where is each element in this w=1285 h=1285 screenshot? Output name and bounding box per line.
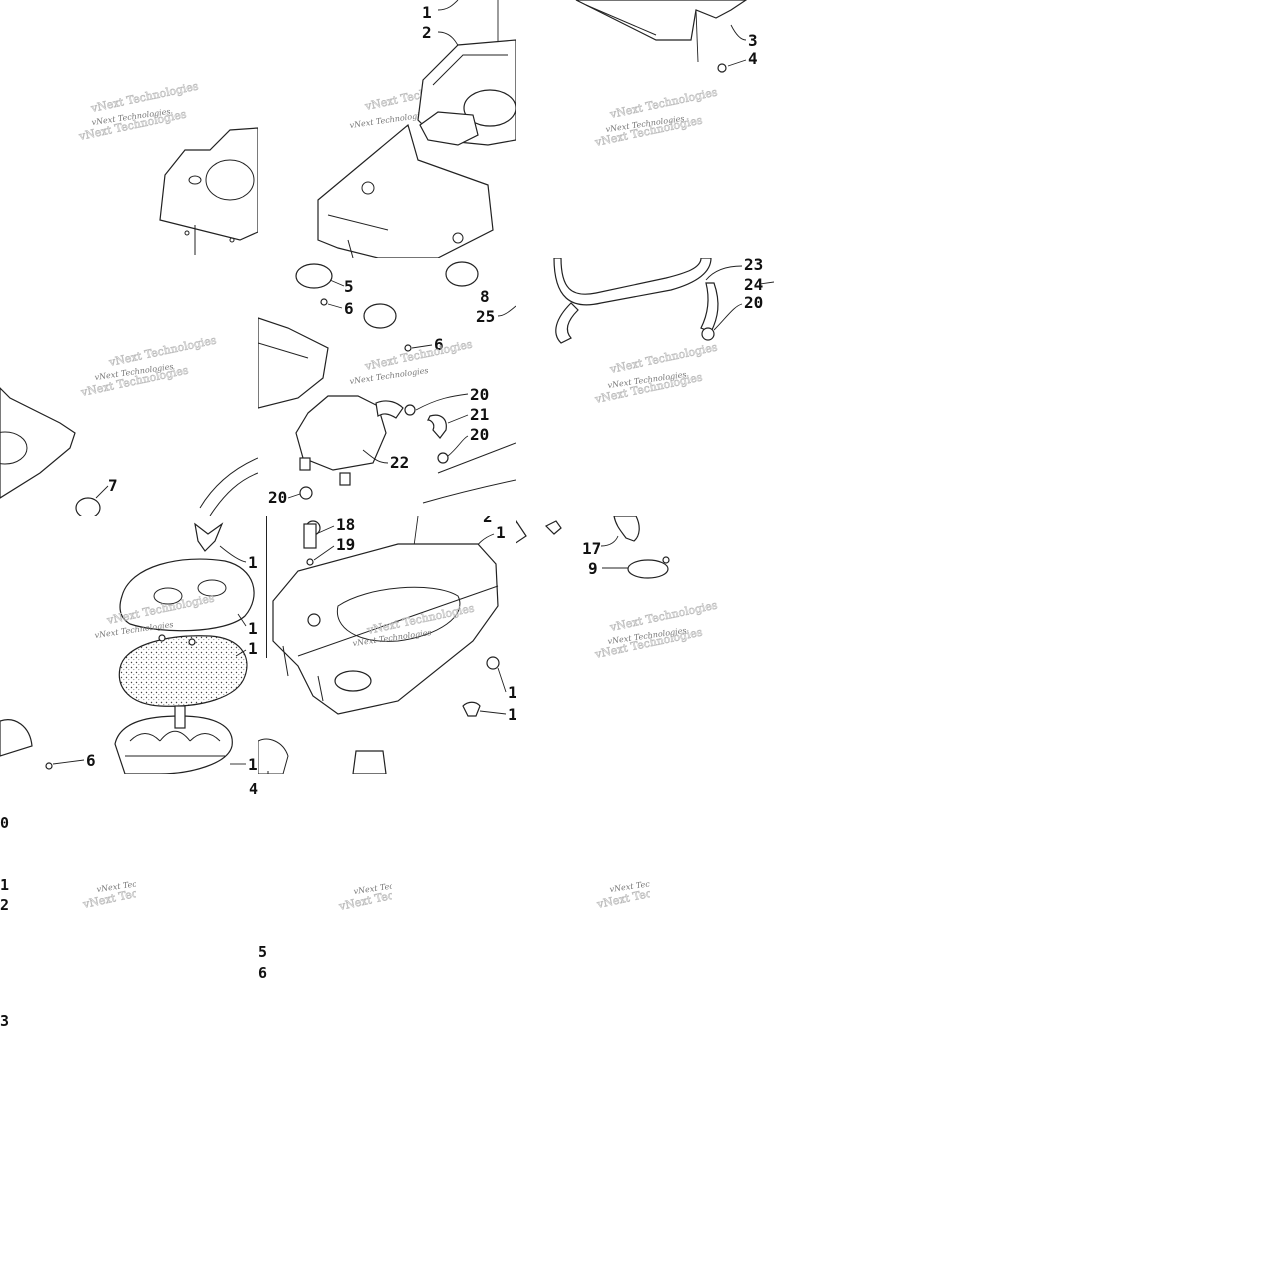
callout-1: 1 bbox=[248, 619, 258, 638]
boot-17 bbox=[613, 516, 640, 542]
clamp-20b bbox=[437, 452, 449, 464]
tile-r4-c2: 5 6 vNext Tec vNext Tec bbox=[258, 774, 516, 1032]
tile-r4-c1: 0 1 2 3 4 vNext Tec vNext Tec bbox=[0, 774, 258, 1032]
callout-6-edge: 6 bbox=[258, 964, 267, 982]
callout-1: 1 bbox=[248, 755, 258, 774]
grommet-a bbox=[486, 656, 500, 670]
tank-22 bbox=[295, 395, 387, 471]
watermark: vNext Technologies bbox=[349, 366, 429, 386]
clamp-20c bbox=[299, 486, 313, 500]
foam-filter-element bbox=[118, 635, 248, 707]
tile-r1-c3: 3 4 vNext Technologies vNext Technologie… bbox=[516, 0, 774, 258]
callout-8: 8 bbox=[480, 287, 490, 306]
callout-2-edge: 2 bbox=[0, 896, 9, 914]
callout-6: 6 bbox=[86, 751, 96, 770]
callout-21: 21 bbox=[470, 405, 489, 424]
breather-hose-23 bbox=[553, 258, 712, 306]
callout-1: 1 bbox=[422, 3, 432, 22]
callout-24: 24 bbox=[744, 275, 763, 294]
screw-6a bbox=[320, 298, 328, 306]
callout-1: 1 bbox=[248, 553, 258, 572]
callout-20: 20 bbox=[470, 385, 489, 404]
watermark-ghost: vNext Technologies bbox=[608, 340, 719, 376]
tile-r2-c2: 5 6 6 8 25 vNext Technologies vNext Tech… bbox=[258, 258, 516, 516]
clamp-20-right bbox=[701, 327, 715, 341]
tile-r3-c1: 1 1 vNext Technologies vNext Technologie… bbox=[0, 516, 258, 774]
screw-6-left bbox=[45, 762, 53, 770]
screw-6b bbox=[404, 344, 412, 352]
tile-cut-line bbox=[266, 516, 267, 658]
callout-1-edge: 1 bbox=[0, 876, 9, 894]
tile-r4-c3: vNext Tec vNext Tec bbox=[516, 774, 774, 1032]
clamp-5b bbox=[363, 303, 397, 329]
callout-1: 1 bbox=[496, 523, 506, 542]
callout-2-cut: 2 bbox=[483, 516, 493, 526]
base-plate bbox=[0, 387, 76, 499]
callout-23: 23 bbox=[744, 258, 763, 274]
callout-3: 3 bbox=[748, 31, 758, 50]
grommet-b bbox=[462, 701, 481, 717]
intake-boot bbox=[352, 750, 387, 774]
callout-19: 19 bbox=[336, 535, 355, 554]
clamp-9 bbox=[627, 559, 669, 579]
tile-r1-c2: 1 2 vNext Technologies vNext Technologie… bbox=[258, 0, 516, 258]
callout-3-edge: 3 bbox=[0, 1012, 9, 1030]
lower-tray bbox=[258, 317, 329, 409]
callout-22: 22 bbox=[390, 453, 409, 472]
callout-5: 5 bbox=[344, 277, 354, 296]
elbow-21 bbox=[427, 414, 447, 439]
tile-r1-c1: vNext Technologies vNext Technologies vN… bbox=[0, 0, 258, 258]
clamp-7 bbox=[75, 497, 101, 516]
callout-6: 6 bbox=[344, 299, 354, 318]
bracket-top bbox=[575, 0, 748, 41]
airbox-body bbox=[317, 123, 494, 258]
callout-9: 9 bbox=[588, 559, 598, 578]
fitting-18 bbox=[303, 523, 317, 549]
callout-1: 1 bbox=[248, 639, 258, 658]
callout-20: 20 bbox=[268, 488, 287, 507]
boot-8 bbox=[445, 261, 479, 287]
air-intake-box bbox=[272, 543, 499, 715]
bolt-4 bbox=[717, 63, 727, 73]
callout-1: 1 bbox=[508, 683, 516, 702]
callout-7: 7 bbox=[108, 476, 118, 495]
callout-4-bottom: 4 bbox=[249, 780, 258, 798]
watermark-ghost: vNext Technologies bbox=[608, 85, 719, 121]
washer-19 bbox=[306, 558, 314, 566]
airbox-cover-plate bbox=[159, 127, 258, 241]
callout-1: 1 bbox=[508, 705, 516, 724]
tile-r2-c3: 23 24 20 vNext Technologies vNext Techno… bbox=[516, 258, 774, 516]
clip bbox=[544, 520, 562, 535]
watermark: vNext Technologies bbox=[349, 110, 429, 130]
callout-20: 20 bbox=[470, 425, 489, 444]
callout-4: 4 bbox=[748, 49, 758, 68]
wing-nut bbox=[194, 522, 224, 552]
tile-r2-c1: vNext Technologies vNext Technologies vN… bbox=[0, 258, 258, 516]
callout-25: 25 bbox=[476, 307, 495, 326]
filter-cover bbox=[119, 558, 255, 632]
tile-r3-c2: 18 19 1 2 1 1 vNext Technologies vNext T… bbox=[258, 516, 516, 774]
callout-6: 6 bbox=[434, 335, 444, 354]
callout-20: 20 bbox=[744, 293, 763, 312]
callout-0-edge: 0 bbox=[0, 814, 9, 832]
callout-18: 18 bbox=[336, 516, 355, 534]
callout-2: 2 bbox=[422, 23, 432, 42]
tile-r3-c3: 17 9 vNext Technologies vNext Technologi… bbox=[516, 516, 774, 774]
clamp-5 bbox=[295, 263, 333, 289]
callout-5-edge: 5 bbox=[258, 943, 267, 961]
filter-cage bbox=[114, 715, 233, 774]
intake-port bbox=[334, 670, 372, 692]
rubber-cap bbox=[0, 719, 33, 757]
callout-17: 17 bbox=[582, 539, 601, 558]
clamp-20a bbox=[404, 404, 416, 416]
